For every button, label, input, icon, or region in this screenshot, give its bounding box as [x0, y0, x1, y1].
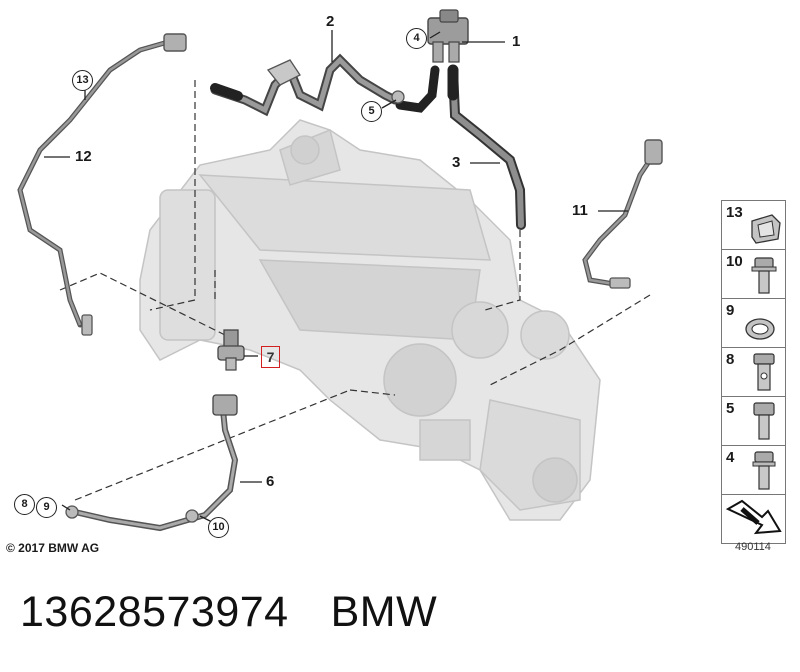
connector-12 [163, 33, 187, 52]
callout-7-highlighted[interactable]: 7 [261, 346, 280, 368]
hex-bolt-icon [753, 402, 775, 440]
hose-3 [447, 64, 526, 230]
legend-item-5[interactable]: 5 [721, 396, 786, 445]
callout-2: 2 [326, 13, 335, 30]
callout-circle-13: 13 [72, 70, 93, 91]
arrow-icon [725, 499, 782, 535]
legend-number: 5 [726, 400, 735, 417]
legend-number: 10 [726, 253, 743, 270]
diagram-id: 490114 [735, 541, 771, 553]
callout-circle-8: 8 [14, 494, 35, 515]
sealing-ring-icon [745, 318, 775, 340]
diagram-drawing [17, 9, 663, 532]
pipe-6 [72, 407, 239, 532]
callout-circle-5: 5 [361, 101, 382, 122]
valve-1 [427, 9, 469, 63]
brand-name: BMW [330, 588, 438, 636]
legend-item-9[interactable]: 9 [721, 298, 786, 347]
copyright-notice: © 2017 BMW AG [6, 541, 100, 555]
legend-item-8[interactable]: 8 [721, 347, 786, 396]
parts-diagram: 1 2 3 6 11 12 7 4 5 13 8 9 10 [14, 9, 663, 538]
legend-item-10[interactable]: 10 [721, 249, 786, 298]
callout-3: 3 [452, 154, 461, 171]
part-number: 13628573974 [20, 588, 289, 636]
part-caption: 13628573974 BMW [20, 588, 437, 637]
callout-6: 6 [266, 473, 275, 490]
legend-number: 9 [726, 302, 735, 319]
callout-12: 12 [75, 148, 92, 165]
legend-footer [721, 494, 786, 544]
hose-2 [210, 53, 400, 117]
fastener-legend: 13 10 9 8 5 4 [721, 200, 786, 544]
callout-circle-9: 9 [36, 497, 57, 518]
legend-item-13[interactable]: 13 [721, 200, 786, 249]
callout-circle-4: 4 [406, 28, 427, 49]
leader-lines [59, 80, 651, 501]
legend-number: 8 [726, 351, 735, 368]
legend-number: 4 [726, 449, 735, 466]
sensor-7 [217, 329, 245, 371]
hollow-bolt-icon [753, 353, 775, 391]
cable-11 [582, 157, 653, 288]
callout-1: 1 [512, 33, 521, 50]
hex-bolt-collar-icon [752, 451, 776, 490]
callout-11: 11 [572, 202, 588, 219]
bolt-flange-icon [751, 257, 777, 294]
engine-block [139, 119, 601, 521]
callout-circle-10: 10 [208, 517, 229, 538]
legend-number: 13 [726, 204, 743, 221]
legend-item-4[interactable]: 4 [721, 445, 786, 494]
clip-icon [751, 214, 781, 244]
